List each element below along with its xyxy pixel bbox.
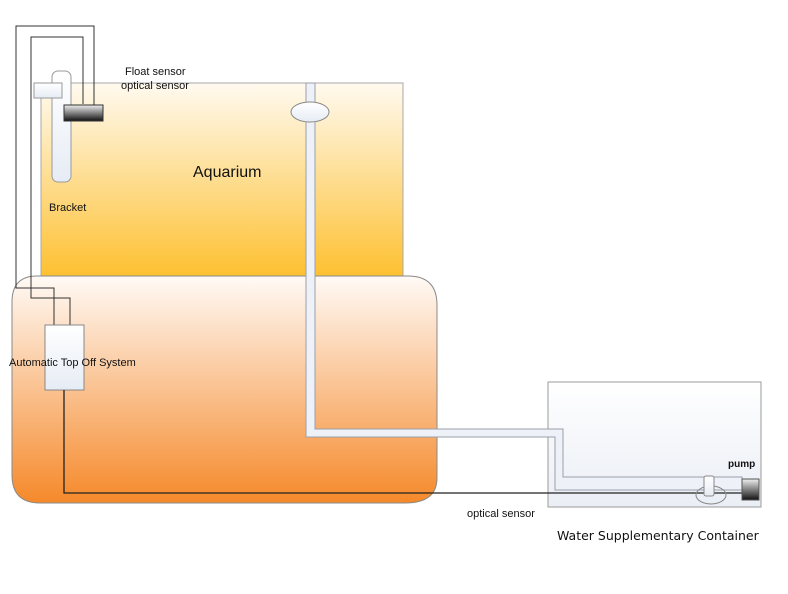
optical-float-sensor bbox=[63, 104, 104, 122]
bracket-label: Bracket bbox=[49, 202, 86, 214]
pump-label: pump bbox=[728, 459, 755, 470]
optical-sensor-bottom-label: optical sensor bbox=[467, 508, 535, 520]
bracket bbox=[51, 70, 72, 183]
ato-system-label: Automatic Top Off System bbox=[9, 357, 136, 369]
pump bbox=[741, 478, 760, 501]
optical-sensor-top-label: optical sensor bbox=[121, 80, 189, 92]
aquarium-label: Aquarium bbox=[193, 164, 261, 181]
bracket-clamp bbox=[33, 82, 63, 99]
sump-tank bbox=[11, 275, 438, 504]
sensor-wire-inner bbox=[30, 36, 84, 328]
float-sensor-label: Float sensor bbox=[125, 66, 186, 78]
water-container-label: Water Supplementary Container bbox=[557, 528, 760, 543]
overflow-float bbox=[290, 101, 330, 123]
sensor-wire-outer bbox=[15, 25, 95, 328]
pump-intake-valve bbox=[703, 475, 715, 497]
ato-to-pump-wire bbox=[63, 390, 742, 494]
